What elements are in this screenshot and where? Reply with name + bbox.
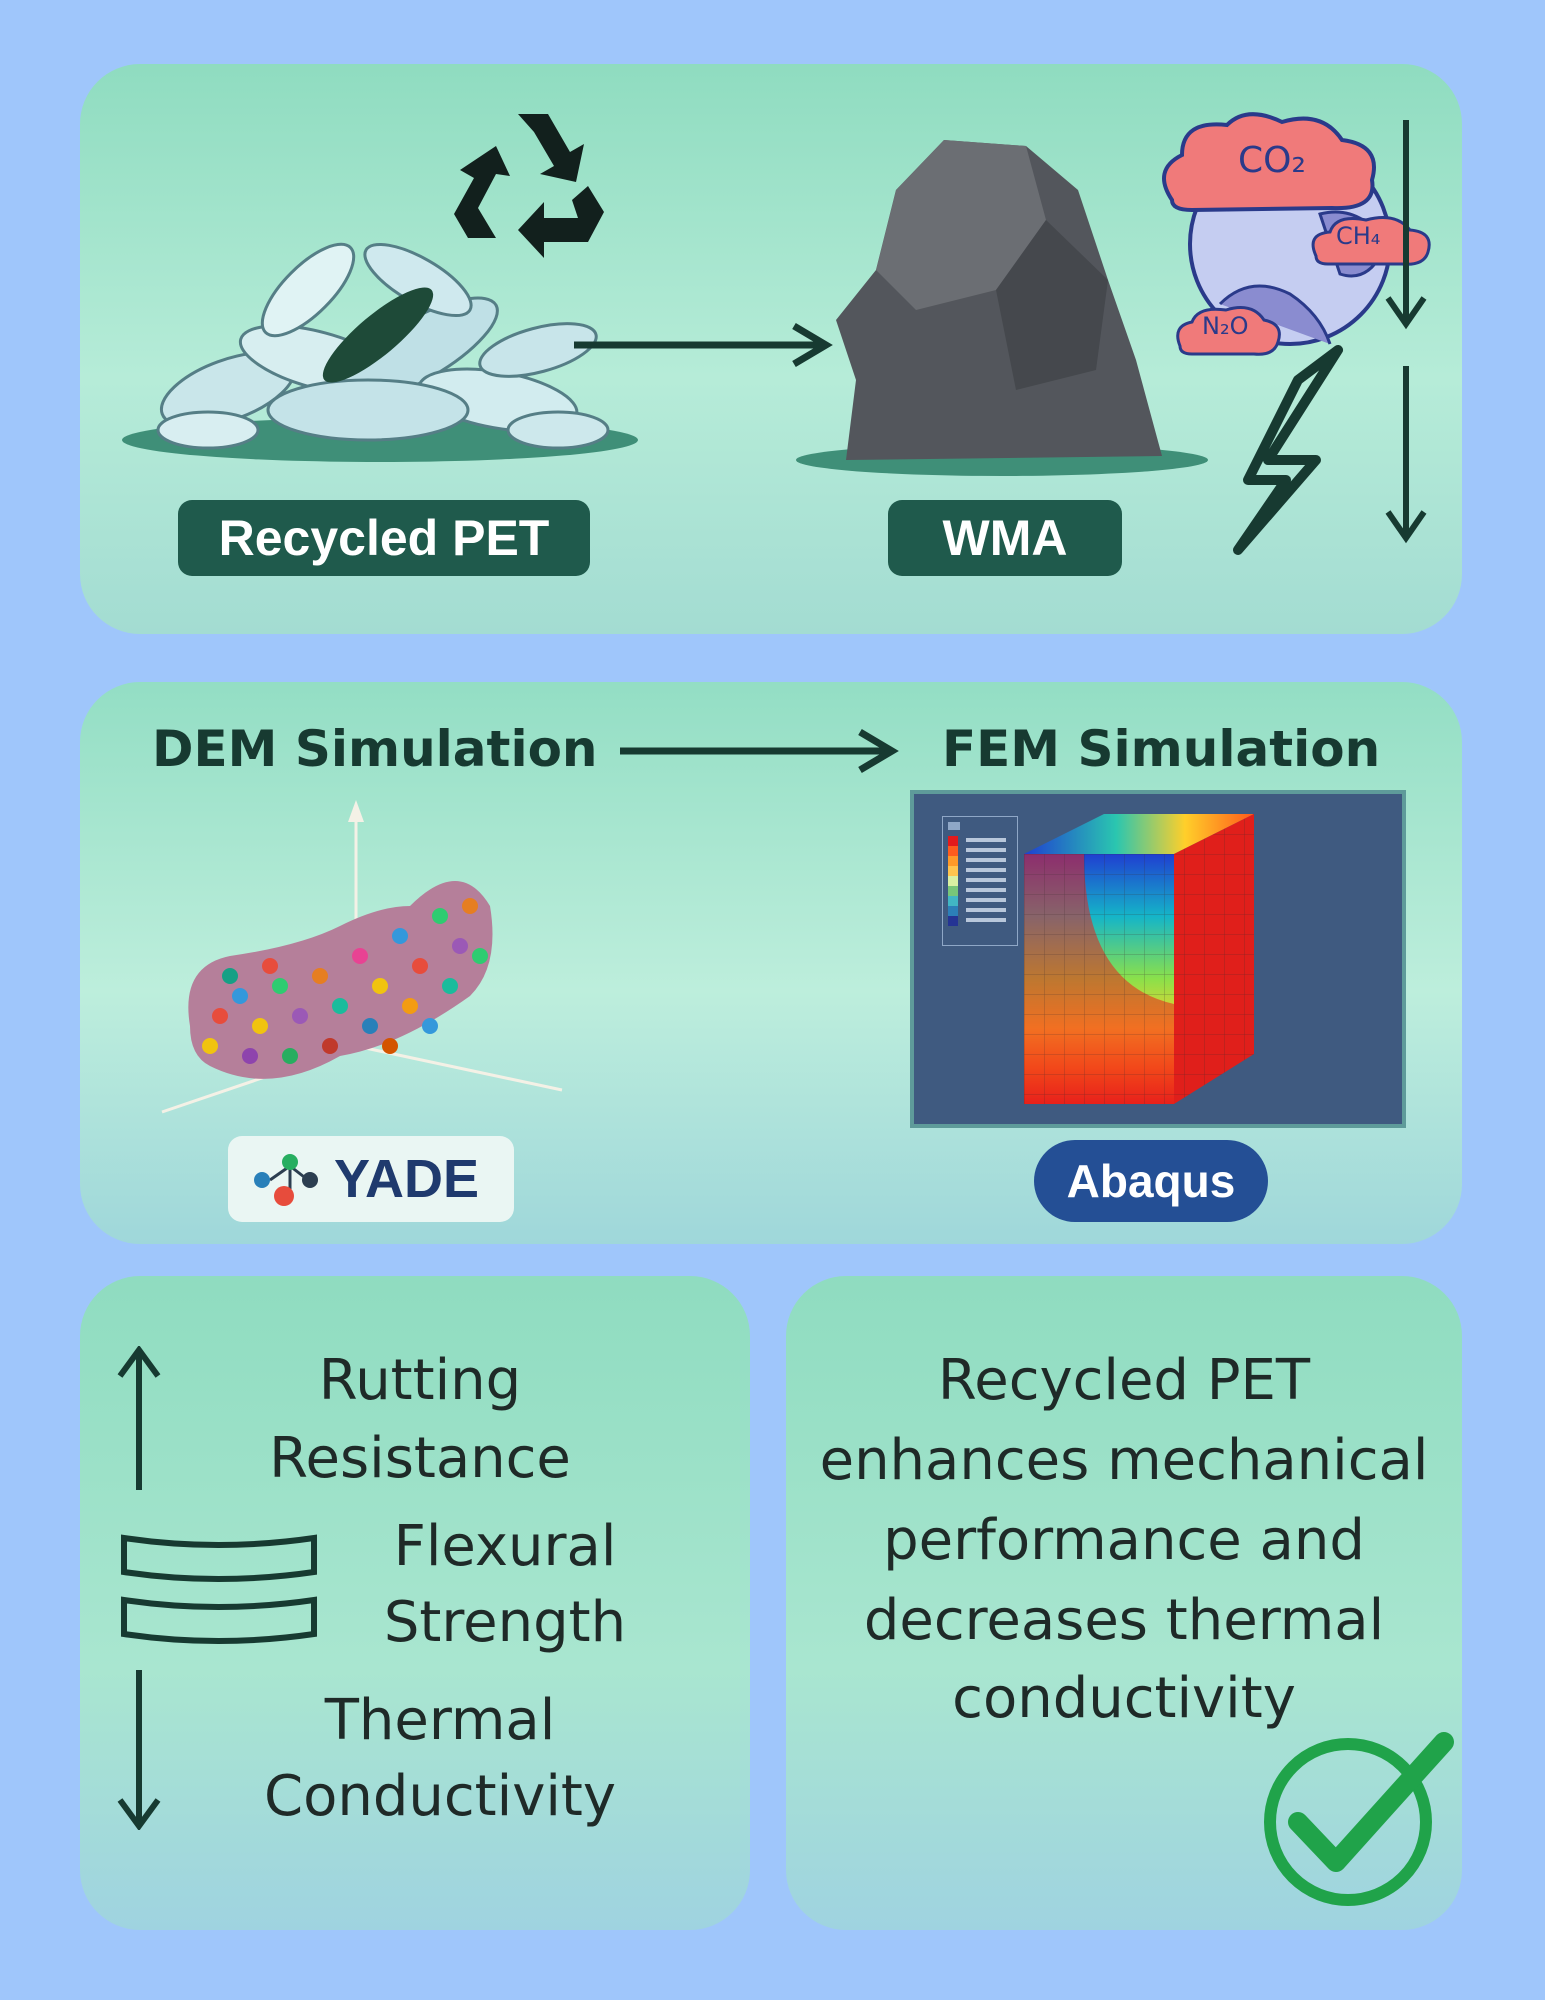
arrow-down-icon	[1385, 120, 1427, 330]
flexural-line1: Flexural	[393, 1514, 617, 1579]
flexural-line2: Strength	[383, 1590, 627, 1655]
conclusion-line3: performance and	[883, 1508, 1365, 1573]
fem-simulation-title: FEM Simulation	[942, 720, 1381, 778]
co2-cloud-icon	[1162, 112, 1376, 213]
conclusion-line1: Recycled PET	[937, 1348, 1311, 1413]
fem-mesh-block	[1024, 814, 1254, 1104]
yade-logo: YADE	[228, 1136, 514, 1222]
rutting-line2: Resistance	[269, 1426, 571, 1491]
dem-particles-icon	[161, 800, 563, 1114]
rock-icon	[796, 140, 1208, 476]
arrow-down-icon-2	[1385, 366, 1427, 544]
conclusion-line2: enhances mechanical	[819, 1428, 1429, 1493]
wave-icon	[121, 1534, 317, 1644]
arrow-right-icon-2	[620, 728, 899, 774]
fem-legend	[942, 816, 1018, 946]
thermal-line1: Thermal	[324, 1688, 556, 1753]
dem-simulation-title: DEM Simulation	[152, 720, 598, 778]
panel-properties	[80, 1276, 750, 1930]
conclusion-line4: decreases thermal	[863, 1588, 1385, 1653]
n2o-label: N₂O	[1202, 312, 1249, 340]
checkmark-icon	[1264, 1732, 1454, 1906]
wma-label: WMA	[888, 500, 1122, 576]
recycled-pet-label: Recycled PET	[178, 500, 590, 576]
lightning-icon	[1233, 345, 1343, 555]
thermal-line2: Conductivity	[264, 1764, 616, 1829]
fem-contour-plot	[910, 790, 1406, 1128]
conclusion-line5: conductivity	[952, 1666, 1296, 1731]
yade-label: YADE	[334, 1149, 480, 1209]
arrow-right-icon	[574, 322, 833, 368]
rutting-line1: Rutting	[318, 1348, 522, 1413]
abaqus-logo: Abaqus	[1034, 1140, 1268, 1222]
recycle-icon	[454, 114, 604, 258]
arrow-down-icon-3	[117, 1670, 161, 1830]
co2-label: CO₂	[1238, 140, 1306, 181]
n2o-cloud-icon	[1176, 306, 1281, 356]
bottle-pile-icon	[122, 242, 638, 462]
yade-logo-icon	[254, 1154, 318, 1206]
ch4-label: CH₄	[1336, 222, 1381, 250]
panel-conclusion	[786, 1276, 1462, 1930]
arrow-up-icon	[117, 1346, 161, 1490]
ch4-cloud-icon	[1311, 216, 1431, 266]
